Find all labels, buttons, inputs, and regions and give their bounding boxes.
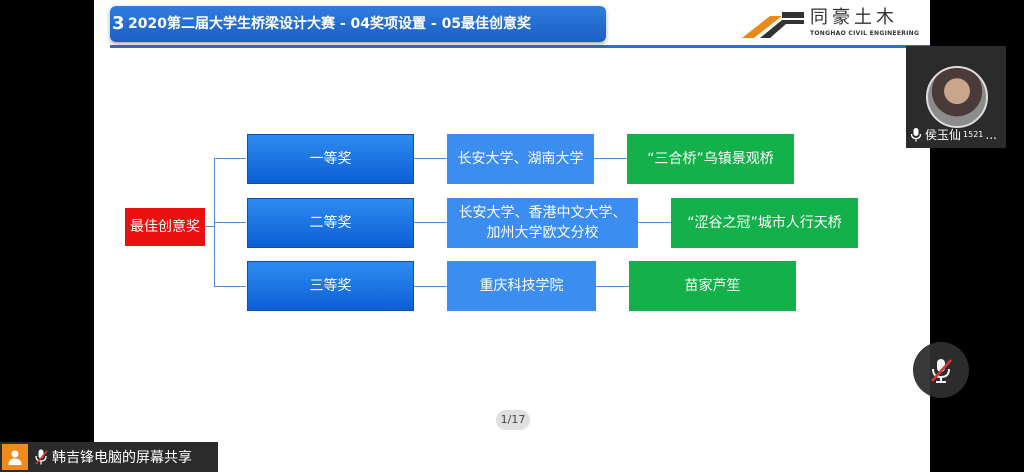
slide-title-bar: 3 2020第二届大学生桥梁设计大赛 - 04奖项设置 - 05最佳创意奖 [110, 6, 606, 42]
award-box-third: 三等奖 [247, 261, 414, 311]
company-logo: 同豪土木 TONGHAO CIVIL ENGINEERING [742, 7, 920, 42]
participant-name: 侯玉仙 [925, 128, 962, 142]
screen-share-label: 韩吉锋电脑的屏幕共享 [52, 450, 192, 466]
connector [204, 226, 214, 227]
avatar [926, 66, 988, 128]
shared-slide: 3 2020第二届大学生桥梁设计大赛 - 04奖项设置 - 05最佳创意奖 同豪… [94, 0, 930, 472]
connector [214, 222, 246, 223]
person-icon [8, 450, 22, 465]
presenter-avatar [2, 444, 28, 470]
participant-name-bar: 侯玉仙 1521 ... [910, 126, 1006, 144]
school-box-first: 长安大学、湖南大学 [447, 134, 594, 184]
award-box-first: 一等奖 [247, 134, 414, 184]
connector [594, 158, 627, 159]
participant-number: 1521 [963, 130, 984, 139]
microphone-muted-icon [35, 449, 48, 465]
connector [638, 222, 671, 223]
school-box-third: 重庆科技学院 [447, 261, 596, 311]
microphone-muted-icon [931, 359, 952, 383]
award-diagram: 最佳创意奖 一等奖 长安大学、湖南大学 “三合桥”乌镇景观桥 二等奖 长安大学、… [94, 0, 930, 472]
logo-cn-text: 同豪土木 [810, 7, 898, 28]
award-box-second: 二等奖 [247, 198, 414, 248]
participant-video-tile[interactable]: 侯玉仙 1521 ... [906, 46, 1006, 148]
screen-share-status-bar[interactable]: 韩吉锋电脑的屏幕共享 [0, 442, 218, 472]
title-badge: 3 [112, 13, 125, 34]
connector [414, 158, 447, 159]
logo-en-text: TONGHAO CIVIL ENGINEERING [810, 30, 920, 37]
work-box-second: “涩谷之冠”城市人行天桥 [671, 198, 858, 248]
root-award-box: 最佳创意奖 [125, 208, 205, 246]
header-divider [110, 45, 930, 48]
page-indicator[interactable]: 1/17 [496, 410, 530, 430]
connector [414, 222, 447, 223]
microphone-icon [910, 128, 922, 142]
slide-title: 2020第二届大学生桥梁设计大赛 - 04奖项设置 - 05最佳创意奖 [128, 16, 532, 32]
logo-mark-icon [742, 12, 804, 38]
participant-name-suffix: ... [985, 128, 997, 142]
work-box-first: “三合桥”乌镇景观桥 [627, 134, 794, 184]
connector [414, 286, 447, 287]
connector [214, 286, 246, 287]
connector [214, 158, 246, 159]
work-box-third: 苗家芦笙 [629, 261, 796, 311]
connector [596, 286, 629, 287]
school-box-second: 长安大学、香港中文大学、加州大学欧文分校 [447, 198, 638, 248]
mute-toggle-button[interactable] [913, 342, 969, 398]
